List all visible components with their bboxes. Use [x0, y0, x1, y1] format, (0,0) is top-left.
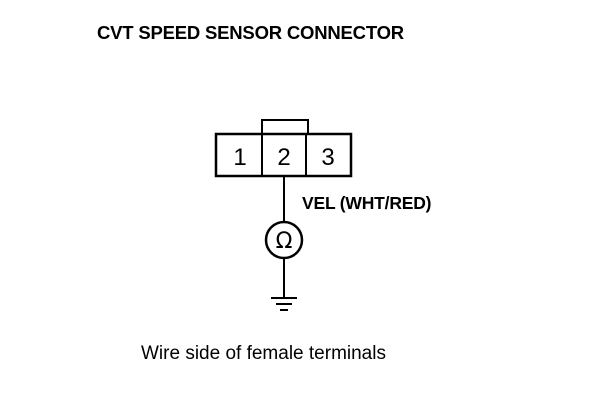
pin-3-label: 3 — [321, 144, 334, 171]
ohm-symbol: Ω — [276, 229, 293, 254]
diagram-title: CVT SPEED SENSOR CONNECTOR — [97, 22, 404, 43]
pin-2-label: 2 — [277, 144, 290, 171]
connector-lock-tab — [261, 119, 309, 135]
pin-1-label: 1 — [233, 144, 246, 171]
wire-color-label: VEL (WHT/RED) — [302, 193, 432, 213]
ground-icon — [271, 297, 297, 311]
connector-housing — [214, 132, 353, 178]
diagram-caption: Wire side of female terminals — [141, 343, 386, 364]
